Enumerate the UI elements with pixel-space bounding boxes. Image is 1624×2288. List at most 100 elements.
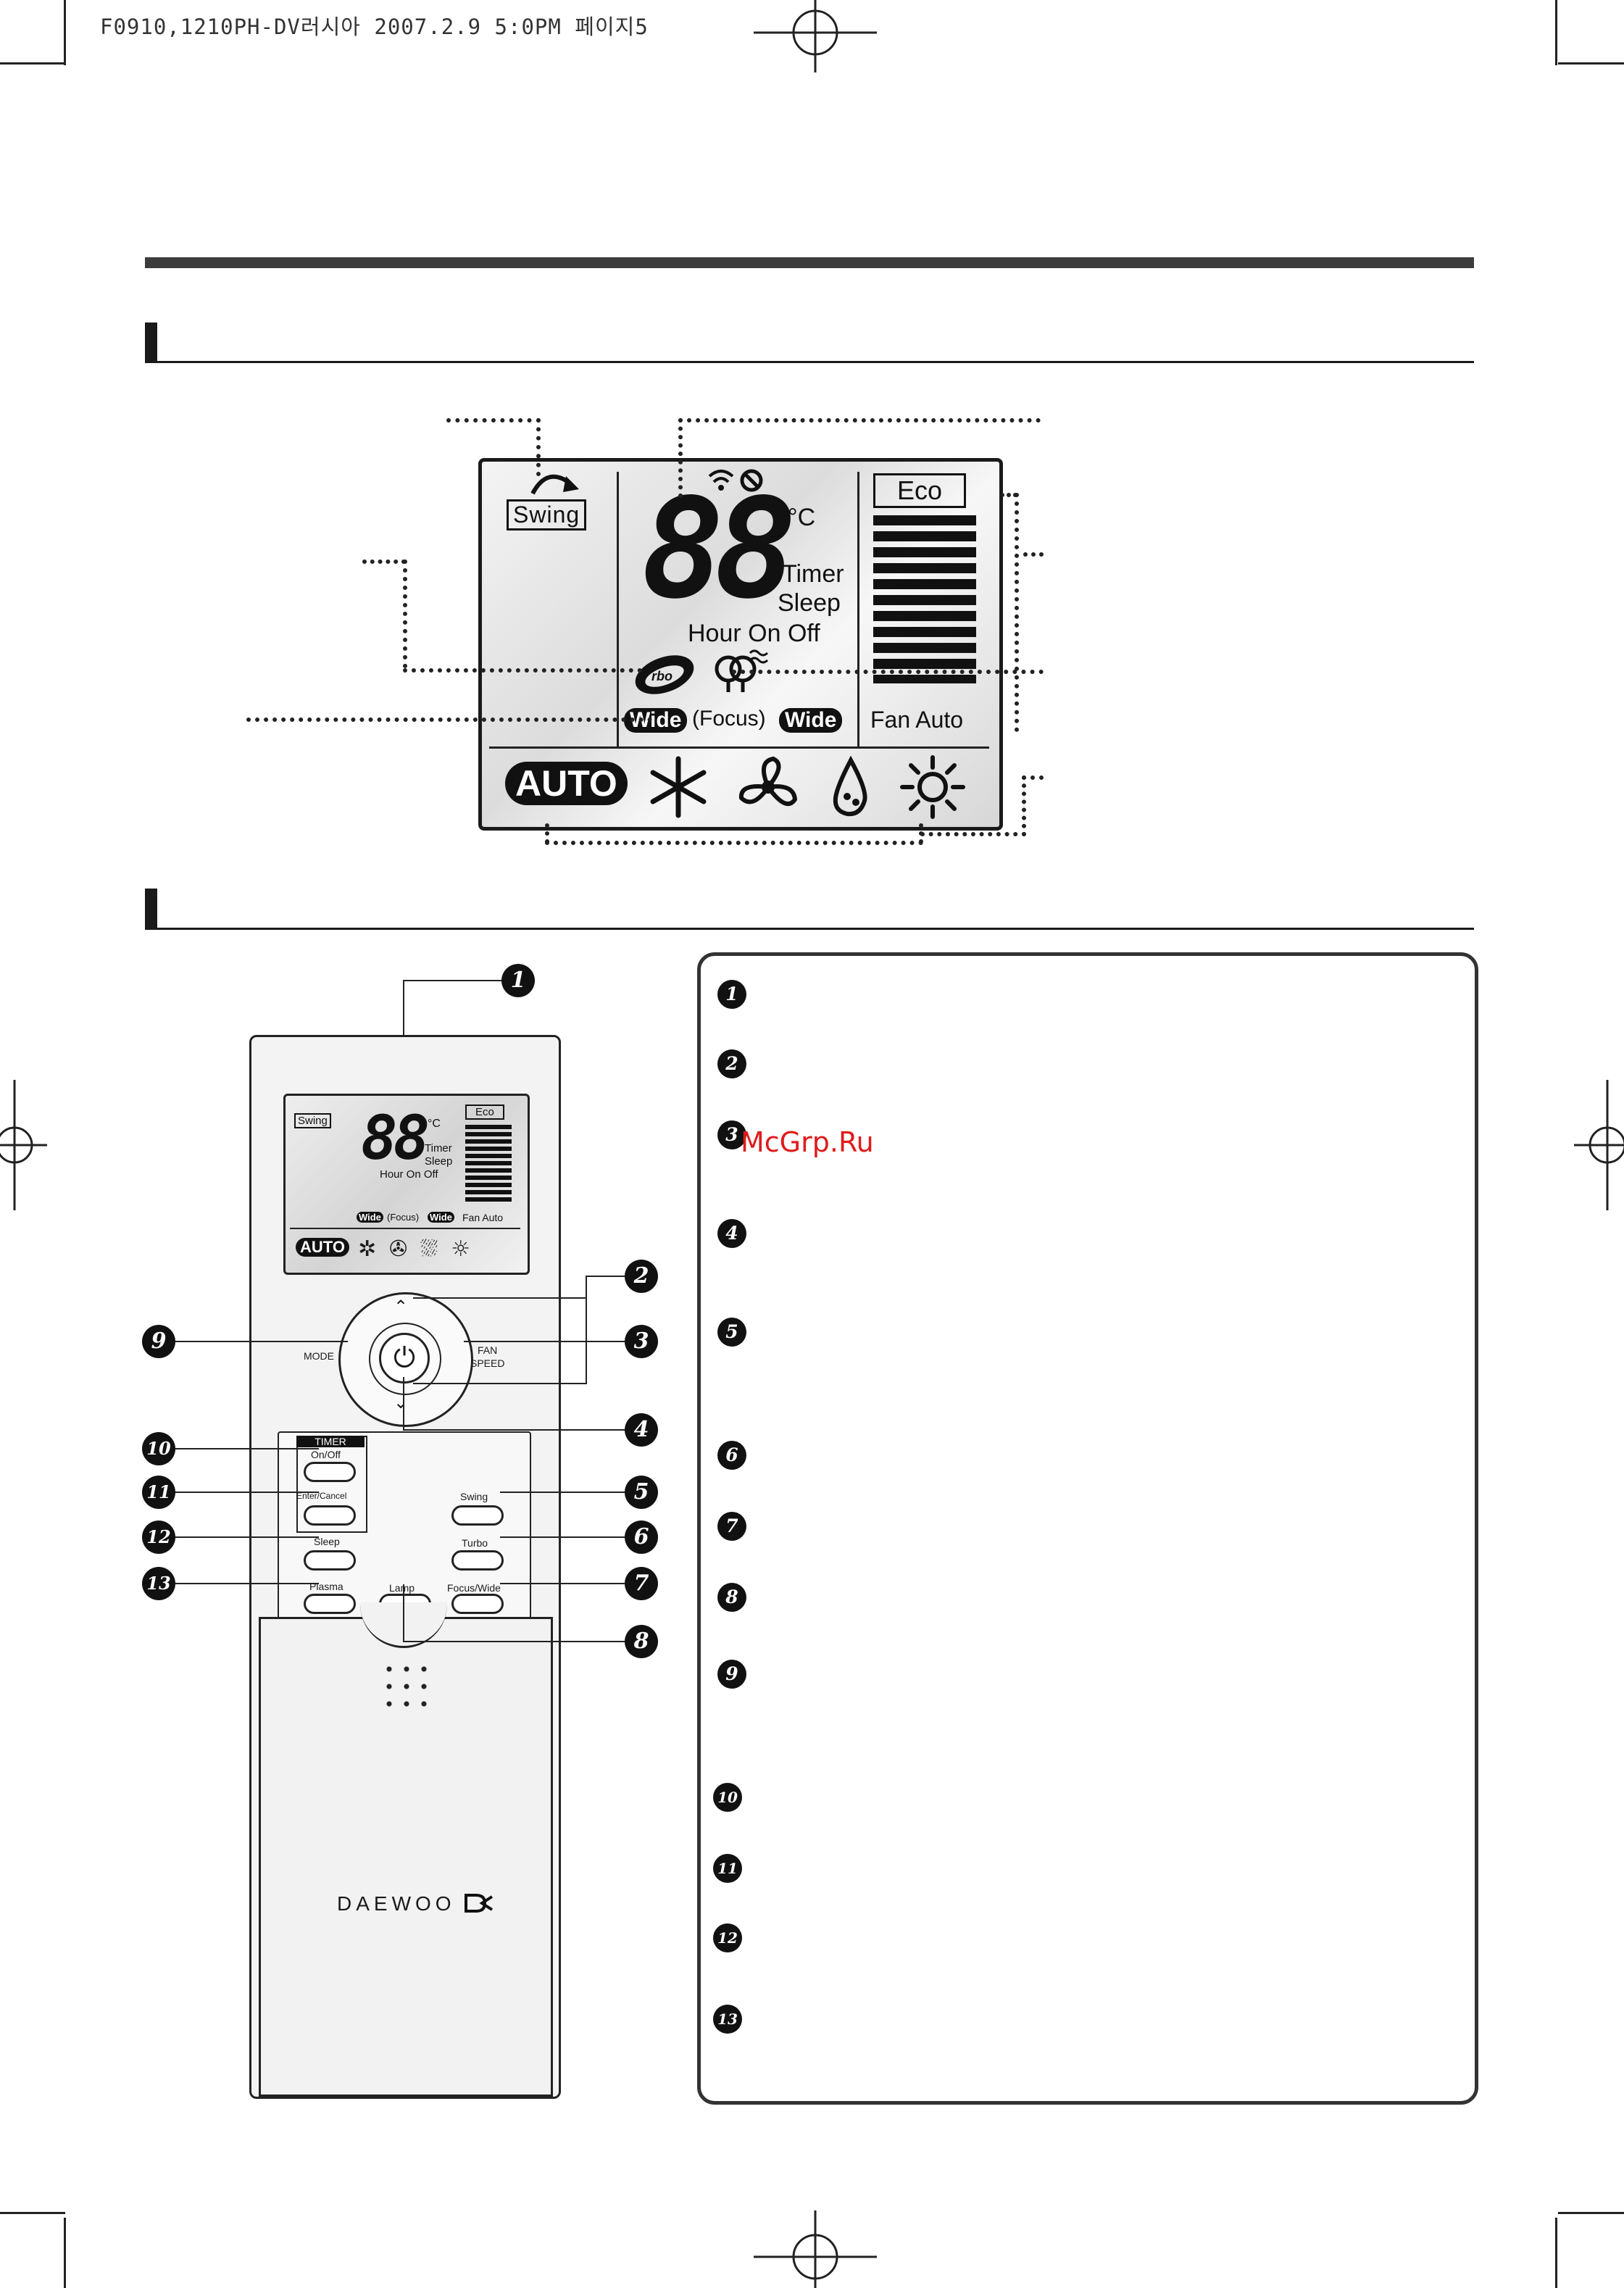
remote-lcd-focus: (Focus) (387, 1212, 420, 1223)
leader-line (1015, 493, 1019, 732)
dry-drop-icon (833, 755, 867, 817)
callout-line (174, 1448, 319, 1449)
power-button[interactable]: ⏻ (379, 1333, 430, 1384)
plasma-button[interactable] (304, 1594, 356, 1614)
lcd-sleep: Sleep (778, 589, 841, 617)
callout-number-6: 6 (625, 1521, 658, 1554)
swing-button[interactable] (451, 1505, 504, 1526)
leader-line (920, 832, 1026, 836)
leader-line (678, 418, 1041, 423)
callout-line (174, 1341, 348, 1342)
legend-number-10: 10 (713, 1783, 742, 1812)
temp-up-button[interactable]: ⌃ (393, 1297, 409, 1317)
callout-line (464, 1341, 625, 1342)
section-rule (145, 928, 1474, 930)
plasma-tree-icon (715, 649, 769, 692)
remote-lcd-fan-auto: Fan Auto (462, 1212, 504, 1223)
heat-sun-icon (900, 755, 965, 819)
callout-line (413, 1297, 587, 1299)
lcd-swing-label: Swing (507, 499, 587, 531)
turbo-icon (635, 655, 694, 694)
lcd-divider (489, 746, 989, 749)
callout-line (500, 1583, 625, 1584)
callout-line (174, 1536, 319, 1538)
registration-mark-top (754, 0, 877, 72)
remote-lcd-divider (290, 1228, 520, 1229)
remote-mode-icons: ✲✇⛆☼ (358, 1236, 484, 1262)
leader-line (545, 841, 923, 845)
lcd-timer: Timer (782, 560, 844, 588)
legend-number-13: 13 (713, 2005, 742, 2034)
leader-line (403, 668, 642, 673)
callout-line (403, 1584, 404, 1642)
top-rule (145, 257, 1474, 268)
leader-line (362, 559, 406, 564)
remote-lcd-eco: Eco (465, 1105, 504, 1120)
remote-fan-bars (465, 1125, 512, 1205)
mode-label[interactable]: MODE (304, 1350, 334, 1362)
crop-mark (0, 2212, 65, 2214)
remote-lcd-auto: AUTO (296, 1238, 349, 1257)
speed-label[interactable]: SPEED (470, 1357, 505, 1369)
temp-down-button[interactable]: ⌄ (393, 1392, 409, 1413)
leader-line (919, 823, 923, 844)
fan-label[interactable]: FAN (478, 1344, 498, 1356)
turbo-button[interactable] (451, 1550, 504, 1571)
legend-number-8: 8 (717, 1583, 746, 1612)
brand-mark-icon (465, 1894, 494, 1913)
swing-arrow-icon (530, 474, 579, 495)
enter-cancel-label: Enter/Cancel (296, 1491, 347, 1501)
lcd-turbo-text: rbo (651, 669, 672, 683)
lcd-divider (617, 472, 619, 747)
remote-lcd-swing: Swing (294, 1113, 331, 1128)
lamp-label: Lamp (389, 1582, 415, 1594)
focus-wide-button[interactable] (451, 1594, 504, 1614)
callout-number-13: 13 (142, 1567, 175, 1600)
callout-number-12: 12 (142, 1521, 175, 1554)
leader-line (1023, 552, 1044, 557)
crop-mark (64, 0, 66, 65)
focus-wide-label: Focus/Wide (447, 1582, 501, 1594)
fan-speed-bars (873, 515, 976, 683)
leader-line (1022, 775, 1026, 836)
section-rule (145, 361, 1474, 363)
brand-logo: DAEWOO (337, 1892, 456, 1915)
timer-on-off-button[interactable] (304, 1462, 356, 1482)
callout-number-1: 1 (501, 964, 535, 997)
nav-inner-ring (369, 1323, 441, 1395)
registration-mark-left (0, 1080, 47, 1210)
lcd-auto-mode: AUTO (505, 762, 628, 805)
callout-line (403, 1641, 625, 1642)
lcd-eco: Eco (873, 473, 967, 508)
leader-line (536, 418, 541, 476)
callout-number-5: 5 (625, 1476, 658, 1509)
lcd-wide-left: Wide (624, 708, 688, 733)
remote-lcd-digits: 88 (361, 1102, 430, 1173)
leader-line (678, 418, 683, 498)
cool-snowflake-icon (650, 756, 707, 818)
callout-number-7: 7 (625, 1567, 658, 1600)
callout-line (174, 1492, 319, 1493)
registration-mark-bottom (754, 2210, 877, 2288)
legend-number-12: 12 (713, 1923, 742, 1952)
remote-lcd-timer: Timer (425, 1142, 452, 1155)
remote-lcd: Swing 88 °C Timer Sleep Hour On Off Wide… (283, 1094, 530, 1275)
legend-number-2: 2 (717, 1049, 746, 1078)
callout-number-9: 9 (142, 1325, 175, 1358)
leader-line (446, 418, 541, 423)
enter-cancel-button[interactable] (304, 1505, 356, 1526)
on-off-label: On/Off (311, 1449, 341, 1460)
prohibited-icon (740, 469, 763, 492)
callout-number-2: 2 (625, 1260, 658, 1293)
callout-line (586, 1276, 587, 1384)
leader-line (1000, 493, 1017, 497)
crop-mark (1558, 2212, 1624, 2214)
lcd-focus: (Focus) (692, 707, 766, 731)
crop-mark (64, 2218, 66, 2288)
lcd-wide-right: Wide (779, 708, 843, 733)
sleep-button[interactable] (304, 1550, 356, 1571)
callout-number-3: 3 (625, 1325, 658, 1358)
callout-line (413, 1383, 587, 1384)
registration-mark-right (1574, 1080, 1624, 1210)
remote-lcd-wide-right: Wide (428, 1212, 454, 1223)
